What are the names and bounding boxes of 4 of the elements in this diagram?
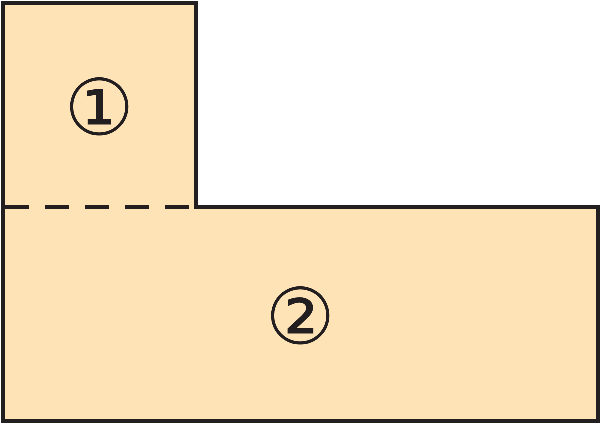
region bbox=[3, 3, 196, 207]
region bbox=[3, 207, 598, 421]
region-number: ② bbox=[266, 279, 336, 357]
region-number: ① bbox=[64, 70, 134, 148]
